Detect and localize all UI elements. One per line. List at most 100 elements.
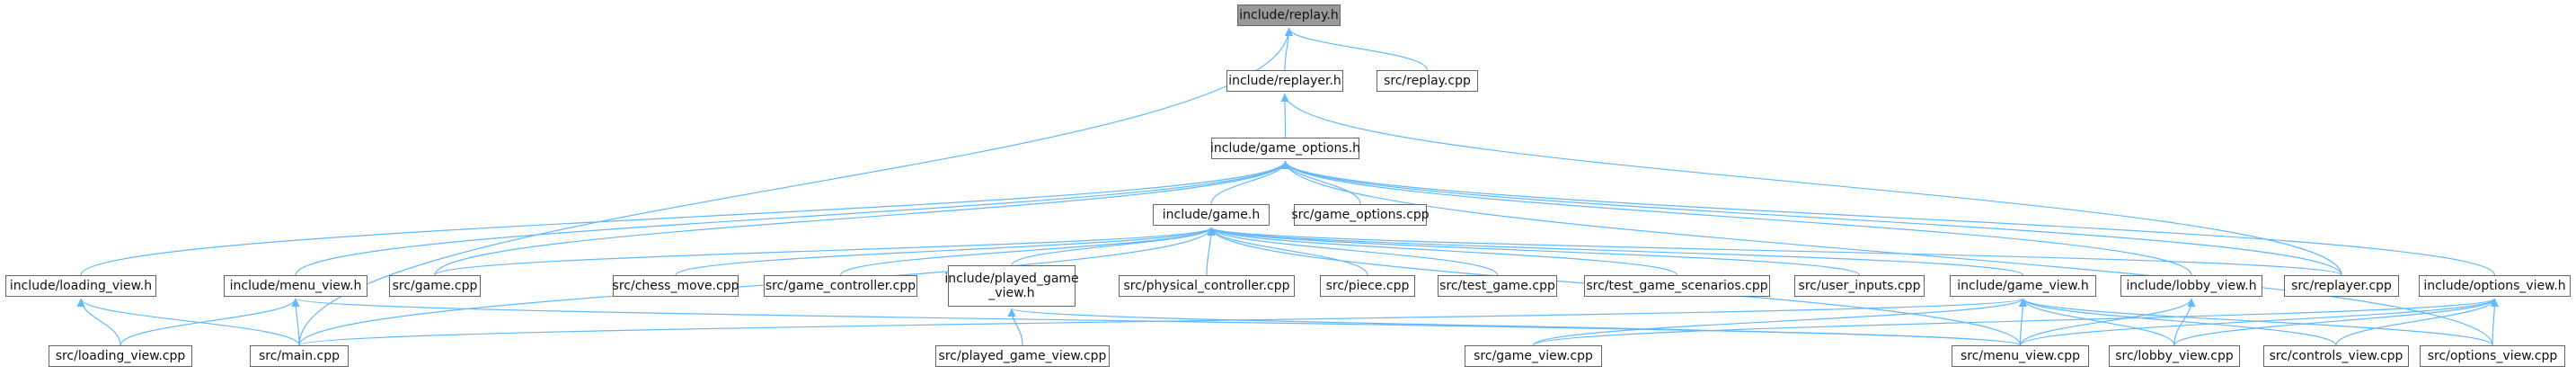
node-game-cpp[interactable]: src/game.cpp (389, 275, 481, 297)
edge-game_h-to-piece_cpp (1207, 227, 1368, 276)
node-label: src/game_view.cpp (1474, 349, 1593, 363)
edge-options_view_h-to-lobby_view_cpp (2173, 298, 2499, 346)
node-game-controller-cpp[interactable]: src/game_controller.cpp (764, 275, 917, 297)
edge-game_options_h-to-replayer_cpp (1281, 160, 2342, 276)
node-played-game-view-h[interactable]: include/played_game _view.h (944, 265, 1079, 307)
node-label: src/chess_move.cpp (612, 279, 739, 293)
edge-game_h-to-test_game_scenarios_cpp (1207, 227, 1678, 276)
node-label: src/test_game.cpp (1439, 279, 1555, 293)
node-label: src/user_inputs.cpp (1798, 279, 1921, 293)
edge-game_options_h-to-game_cpp (434, 160, 1289, 276)
node-label: src/replay.cpp (1384, 74, 1471, 88)
edge-replayer_h-to-replayer_cpp (1280, 93, 2342, 276)
edge-loading_view_h-to-main_cpp (76, 298, 300, 346)
node-lobby-view-h[interactable]: include/lobby_view.h (2120, 275, 2262, 297)
node-game-view-cpp[interactable]: src/game_view.cpp (1465, 345, 1602, 367)
node-label: include/game_options.h (1209, 141, 1361, 156)
edge-game_view_h-to-main_cpp (298, 298, 2027, 346)
node-test-game-scenarios-cpp[interactable]: src/test_game_scenarios.cpp (1584, 275, 1770, 297)
edge-replayer_h-to-game_options_h (1280, 93, 1289, 138)
edge-game_options_h-to-loading_view_h (80, 160, 1289, 276)
node-label: src/physical_controller.cpp (1123, 279, 1290, 293)
edge-menu_view_h-to-main_cpp (291, 298, 300, 346)
node-label: src/replayer.cpp (2291, 279, 2392, 293)
node-label: include/game.h (1162, 208, 1261, 222)
node-game-view-h[interactable]: include/game_view.h (1950, 275, 2096, 297)
node-chess-move-cpp[interactable]: src/chess_move.cpp (613, 275, 739, 297)
edge-game_options_h-to-menu_view_h (295, 160, 1289, 276)
node-label: src/played_game_view.cpp (938, 349, 1107, 363)
node-label: src/lobby_view.cpp (2115, 349, 2234, 363)
edge-game_view_h-to-controls_view_cpp (2019, 298, 2337, 346)
edge-options_view_h-to-controls_view_cpp (2335, 298, 2499, 346)
edge-game_h-to-replayer_cpp (1208, 227, 2342, 276)
edge-game_options_h-to-lobby_view_h (1281, 160, 2192, 276)
node-label: include/lobby_view.h (2126, 279, 2257, 293)
node-label: src/game.cpp (392, 279, 478, 293)
node-label: src/game_controller.cpp (765, 279, 916, 293)
edge-game_view_h-to-lobby_view_cpp (2019, 298, 2175, 346)
node-label: include/replay.h (1239, 8, 1339, 22)
node-replayer-cpp[interactable]: src/replayer.cpp (2284, 275, 2399, 297)
node-label: src/controls_view.cpp (2269, 349, 2403, 363)
edge-game_h-to-game_cpp (434, 227, 1216, 276)
edge-game_h-to-main_cpp (298, 227, 1216, 346)
node-label: src/menu_view.cpp (1960, 349, 2081, 363)
node-piece-cpp[interactable]: src/piece.cpp (1320, 275, 1415, 297)
edge-game_options_h-to-game_h (1210, 160, 1289, 205)
node-played-game-view-cpp[interactable]: src/played_game_view.cpp (935, 345, 1110, 367)
node-label: include/game_view.h (1957, 279, 2089, 293)
edge-menu_view_h-to-loading_view_cpp (120, 298, 300, 346)
edge-lobby_view_h-to-lobby_view_cpp (2173, 298, 2196, 346)
node-game-h[interactable]: include/game.h (1153, 204, 1270, 226)
node-label: src/loading_view.cpp (55, 349, 186, 363)
node-physical-controller-cpp[interactable]: src/physical_controller.cpp (1119, 275, 1295, 297)
node-label: include/played_game _view.h (944, 272, 1079, 300)
node-menu-view-cpp[interactable]: src/menu_view.cpp (1952, 345, 2089, 367)
edge-lobby_view_h-to-menu_view_cpp (2019, 298, 2196, 346)
node-controls-view-cpp[interactable]: src/controls_view.cpp (2263, 345, 2409, 367)
node-label: src/options_view.cpp (2427, 349, 2558, 363)
node-label: src/piece.cpp (1325, 279, 1410, 293)
edge-game_h-to-game_view_h (1207, 227, 2024, 276)
edge-game_view_h-to-menu_view_cpp (2018, 298, 2027, 346)
node-loading-view-cpp[interactable]: src/loading_view.cpp (49, 345, 192, 367)
node-replay-h[interactable]: include/replay.h (1237, 4, 1341, 26)
node-replay-cpp[interactable]: src/replay.cpp (1377, 70, 1478, 92)
node-label: include/options_view.h (2423, 279, 2566, 293)
edge-game_h-to-user_inputs_cpp (1207, 227, 1861, 276)
node-game-options-h[interactable]: include/game_options.h (1209, 138, 1361, 159)
node-lobby-view-cpp[interactable]: src/lobby_view.cpp (2109, 345, 2240, 367)
node-user-inputs-cpp[interactable]: src/user_inputs.cpp (1794, 275, 1925, 297)
edge-loading_view_h-to-loading_view_cpp (76, 298, 121, 346)
node-label: include/loading_view.h (9, 279, 153, 293)
edge-played_game_view_h-to-played_game_view_cpp (1007, 308, 1023, 346)
edge-game_options_h-to-options_view_h (1281, 160, 2496, 276)
edge-game_h-to-played_game_view_h (1011, 227, 1216, 266)
node-label: src/game_options.cpp (1291, 208, 1430, 222)
edge-game_h-to-chess_move_cpp (675, 227, 1216, 276)
edge-played_game_view_h-to-menu_view_cpp (1008, 308, 2022, 346)
node-label: src/main.cpp (258, 349, 341, 363)
edge-replay_h-to-main_cpp (298, 27, 1293, 346)
edge-game_h-to-test_game_cpp (1207, 227, 1499, 276)
node-loading-view-h[interactable]: include/loading_view.h (5, 275, 156, 297)
edge-game_view_h-to-game_view_cpp (1532, 298, 2027, 346)
node-options-view-cpp[interactable]: src/options_view.cpp (2420, 345, 2565, 367)
node-label: src/test_game_scenarios.cpp (1586, 279, 1768, 293)
node-main-cpp[interactable]: src/main.cpp (250, 345, 349, 367)
edge-game_view_h-to-options_view_cpp (2019, 298, 2493, 346)
node-label: include/menu_view.h (229, 279, 362, 293)
node-menu-view-h[interactable]: include/menu_view.h (224, 275, 367, 297)
edge-replay_h-to-replay_cpp (1285, 27, 1429, 71)
edge-options_view_h-to-options_view_cpp (2490, 298, 2499, 346)
edge-options_view_h-to-menu_view_cpp (2019, 298, 2499, 346)
node-test-game-cpp[interactable]: src/test_game.cpp (1438, 275, 1557, 297)
node-game-options-cpp[interactable]: src/game_options.cpp (1291, 204, 1430, 226)
node-replayer-h[interactable]: include/replayer.h (1226, 70, 1343, 92)
edge-game_h-to-physical_controller_cpp (1206, 227, 1216, 276)
edge-options_view_h-to-game_view_cpp (1532, 298, 2499, 346)
node-options-view-h[interactable]: include/options_view.h (2419, 275, 2571, 297)
